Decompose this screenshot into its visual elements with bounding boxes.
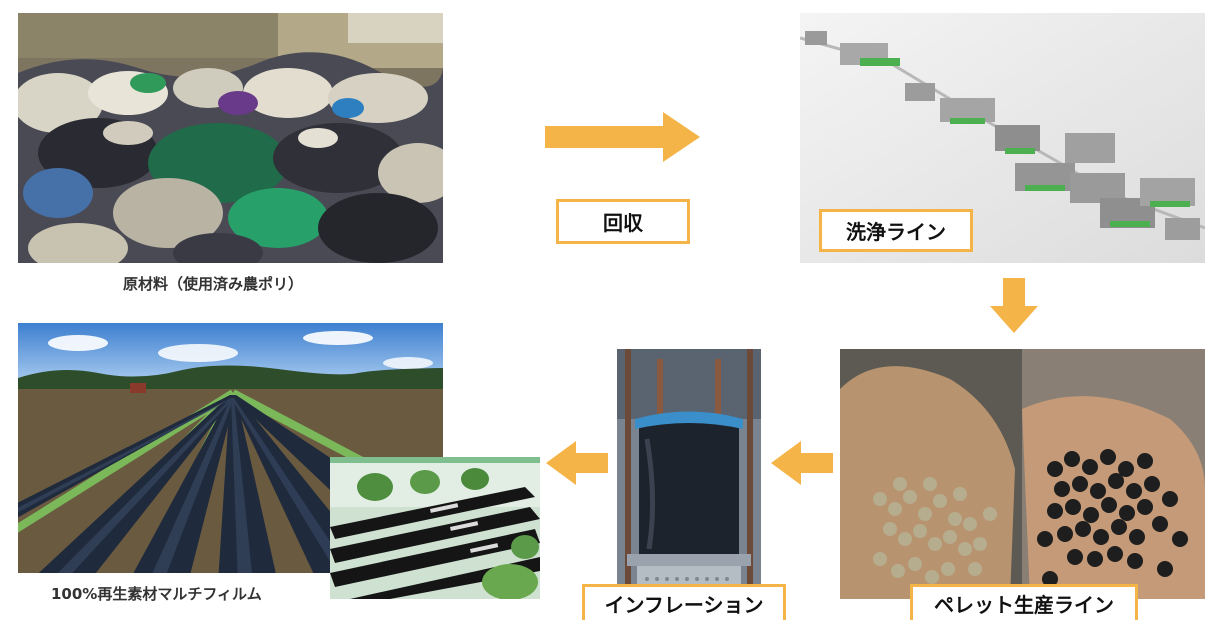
raw-material-caption: 原材料（使用済み農ポリ） xyxy=(123,275,304,293)
pellet-photo xyxy=(840,349,1205,599)
washing-line-photo xyxy=(800,13,1205,263)
product-caption: 100%再生素材マルチフィルム xyxy=(51,585,262,603)
inflation-photo xyxy=(617,349,761,599)
arrow-left-icon xyxy=(546,441,608,485)
collection-label: 回収 xyxy=(556,199,690,244)
washing-line-label: 洗浄ライン xyxy=(819,209,973,252)
mulch-film-rolls-photo xyxy=(330,457,540,599)
pellet-line-label: ペレット生産ライン xyxy=(910,584,1138,620)
arrow-down-icon xyxy=(990,278,1038,333)
inflation-label: インフレーション xyxy=(582,584,786,620)
arrow-right-icon xyxy=(545,112,700,162)
arrow-left-icon xyxy=(771,441,833,485)
raw-material-photo xyxy=(18,13,443,263)
